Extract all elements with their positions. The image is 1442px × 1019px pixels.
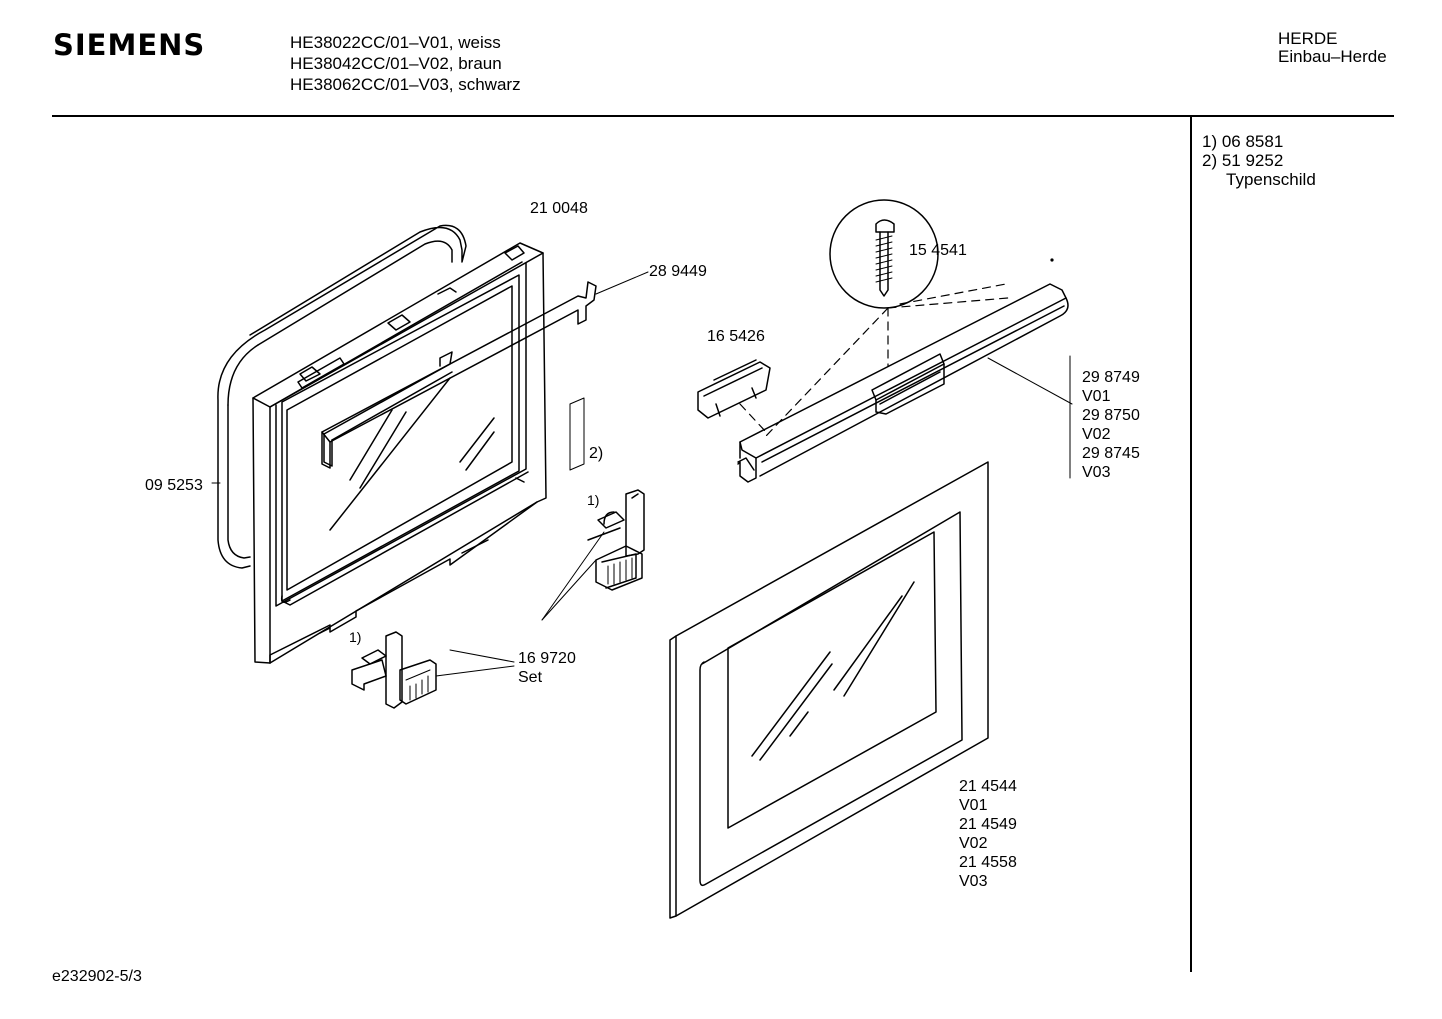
- label-hinge-set: 16 9720 Set: [518, 649, 576, 687]
- label-handle: 29 8749 V01 29 8750 V02 29 8745 V03: [1082, 368, 1140, 482]
- drawing-code: e232902-5/3: [52, 968, 142, 985]
- notes-panel: 1) 06 8581 2) 51 9252 Typenschild: [1202, 132, 1316, 189]
- door-handle: [737, 283, 1069, 483]
- glass-part-v01: 21 4544: [959, 778, 1017, 795]
- clip: [697, 359, 771, 419]
- category-sub: Einbau–Herde: [1278, 47, 1387, 66]
- inner-door-frame: [252, 242, 547, 664]
- hinge-upper: [587, 489, 645, 591]
- brand-logo: SIEMENS: [53, 28, 206, 62]
- marker-dot: [1050, 258, 1054, 262]
- rating-plate: [569, 397, 585, 471]
- category-main: HERDE: [1278, 29, 1338, 48]
- label-hinge-set-number: 16 9720: [518, 650, 576, 667]
- glass-part-v03: 21 4558: [959, 854, 1017, 871]
- door-gasket: [217, 224, 467, 569]
- door-bracket: [321, 281, 597, 469]
- category: HERDE Einbau–Herde: [1278, 30, 1387, 66]
- label-door-frame: 21 0048: [530, 200, 588, 217]
- hinge-lower: [351, 631, 437, 709]
- note-1: 1) 06 8581: [1202, 132, 1284, 151]
- outer-glass: [669, 461, 989, 919]
- notes-divider: [1190, 117, 1192, 972]
- handle-variant-v03: V03: [1082, 464, 1111, 481]
- note-2-desc: Typenschild: [1226, 170, 1316, 189]
- screw-detail: [829, 199, 939, 309]
- model-list: HE38022CC/01–V01, weiss HE38042CC/01–V02…: [290, 32, 521, 95]
- leader-lines: [211, 271, 1073, 677]
- label-gasket: 09 5253: [145, 477, 203, 494]
- label-outer-glass: 21 4544 V01 21 4549 V02 21 4558 V03: [959, 777, 1017, 891]
- assembly-dashes: [739, 283, 1009, 437]
- header-divider: [52, 115, 1394, 117]
- handle-part-v03: 29 8745: [1082, 445, 1140, 462]
- glass-variant-v03: V03: [959, 873, 988, 890]
- label-bracket: 28 9449: [649, 263, 707, 280]
- label-hinge-lower: 1): [349, 629, 362, 645]
- glass-part-v02: 21 4549: [959, 816, 1017, 833]
- model-v02: HE38042CC/01–V02, braun: [290, 54, 502, 73]
- label-hinge-upper: 1): [587, 492, 600, 508]
- model-v03: HE38062CC/01–V03, schwarz: [290, 75, 521, 94]
- glass-variant-v02: V02: [959, 835, 988, 852]
- handle-part-v02: 29 8750: [1082, 407, 1140, 424]
- note-2: 2) 51 9252: [1202, 151, 1284, 170]
- handle-variant-v02: V02: [1082, 426, 1111, 443]
- label-clip: 16 5426: [707, 328, 765, 345]
- handle-variant-v01: V01: [1082, 388, 1111, 405]
- glass-variant-v01: V01: [959, 797, 988, 814]
- label-rating-plate: 2): [589, 445, 604, 462]
- handle-part-v01: 29 8749: [1082, 369, 1140, 386]
- label-screw: 15 4541: [909, 242, 967, 259]
- label-hinge-set-text: Set: [518, 669, 543, 686]
- model-v01: HE38022CC/01–V01, weiss: [290, 33, 501, 52]
